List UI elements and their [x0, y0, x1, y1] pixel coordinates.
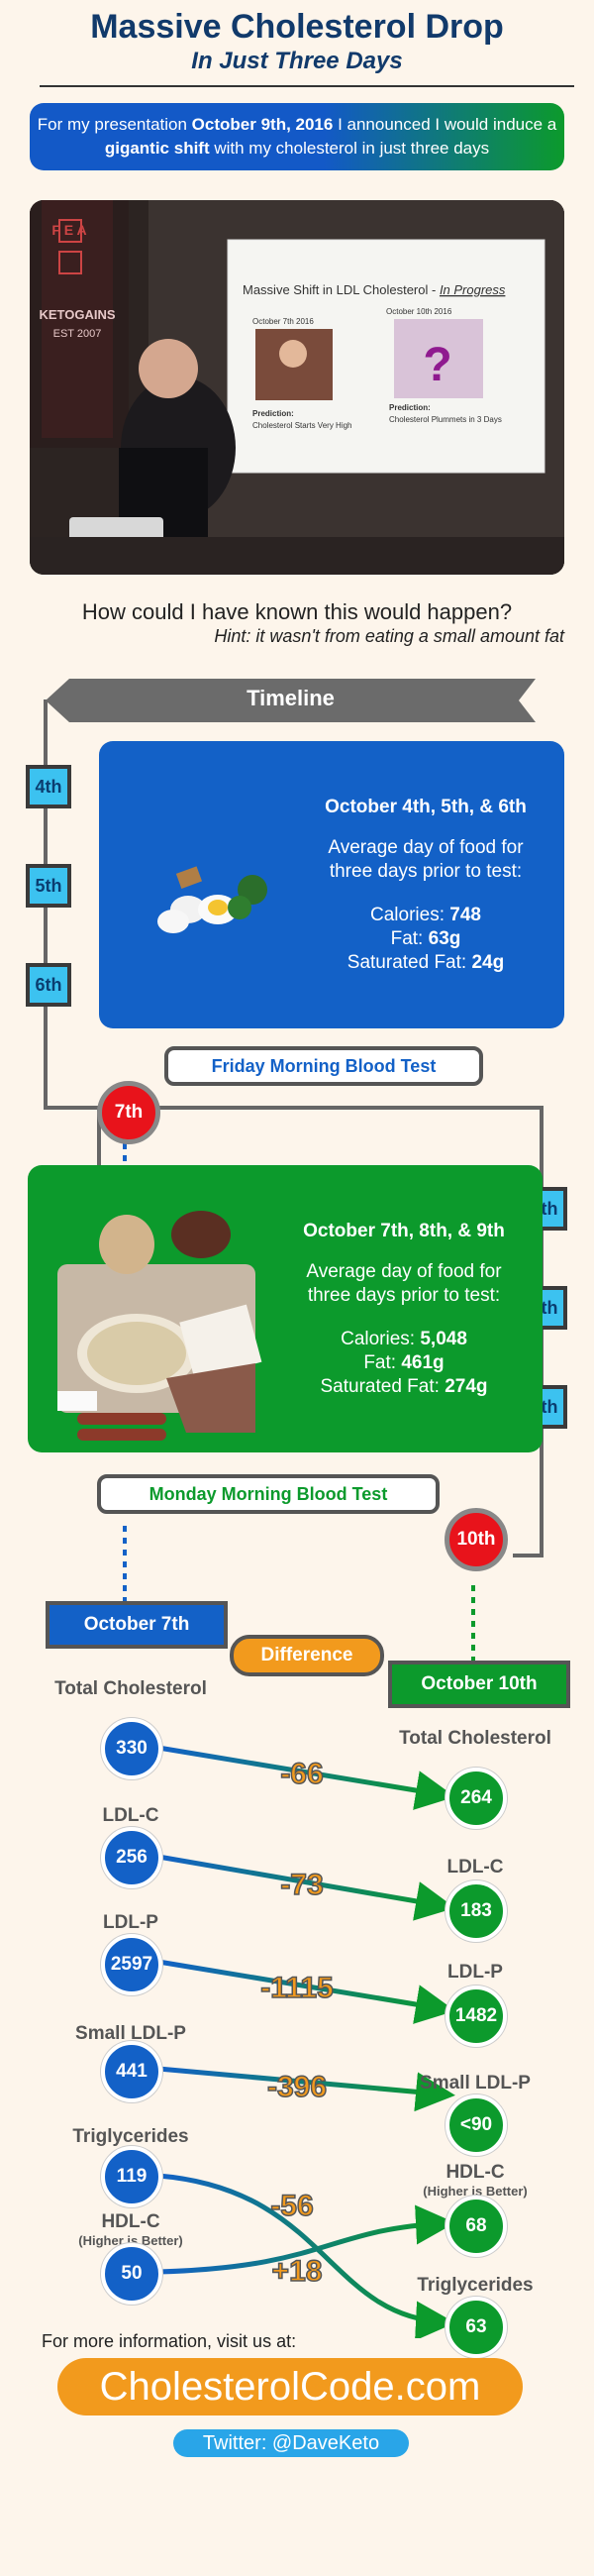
page-subtitle: In Just Three Days	[191, 48, 403, 74]
website-link[interactable]: CholesterolCode.com	[57, 2358, 523, 2415]
timeline-banner	[46, 679, 536, 722]
delta-triglycerides: -56	[270, 2190, 313, 2222]
green-card-satfat: Saturated Fat: 274g	[320, 1376, 488, 1397]
header-divider	[40, 85, 574, 87]
slide-right-date: October 10th 2016	[386, 307, 452, 316]
green-card-fat: Fat: 461g	[363, 1352, 445, 1373]
value-total-cholesterol-before: 330	[101, 1718, 162, 1779]
label-triglycerides-before: Triglycerides	[72, 2126, 189, 2147]
value-ldl-p-after: 1482	[446, 1986, 507, 2047]
ketogains-text: KETOGAINS	[39, 307, 115, 322]
slide-right-pred-label: Prediction:	[389, 403, 431, 412]
after-date-box: October 10th	[388, 1661, 570, 1708]
label-total-cholesterol-before: Total Cholesterol	[54, 1678, 207, 1699]
delta-hdl-c: +18	[272, 2255, 323, 2288]
twitter-link[interactable]: Twitter: @DaveKeto	[173, 2429, 409, 2457]
green-card-desc1: Average day of food for	[306, 1261, 502, 1282]
slide-left-date: October 7th 2016	[252, 317, 314, 326]
friday-blood-test-callout: Friday Morning Blood Test	[164, 1046, 483, 1086]
timeline-label: Timeline	[247, 686, 335, 710]
label-hdl-c-after: HDL-C	[446, 2162, 505, 2183]
day-marker-5th: 5th	[26, 864, 71, 908]
value-small-ldl-p-before: 441	[101, 2041, 162, 2102]
label-triglycerides-after: Triglycerides	[417, 2275, 534, 2296]
blue-card-satfat: Saturated Fat: 24g	[346, 952, 505, 973]
hint-line: Hint: it wasn't from eating a small amou…	[214, 626, 564, 646]
value-hdl-c-after: 68	[446, 2196, 507, 2257]
delta-ldl-c: -73	[280, 1869, 323, 1901]
day-marker-4th: 4th	[26, 765, 71, 808]
value-ldl-c-after: 183	[446, 1880, 507, 1942]
monday-blood-test-callout: Monday Morning Blood Test	[97, 1474, 440, 1514]
banner-date: October 9th, 2016	[191, 115, 334, 134]
banner-text-pre: For my presentation	[37, 115, 192, 134]
photo-illustration: F E A KETOGAINS EST 2007 Massive Shift i…	[30, 200, 564, 575]
info-text: For more information, visit us at:	[42, 2331, 297, 2351]
blue-card-calories: Calories: 748	[370, 905, 481, 925]
value-triglycerides-after: 63	[446, 2297, 507, 2358]
label-ldl-p-after: LDL-P	[447, 1962, 503, 1983]
banner-letters: F E A	[51, 222, 86, 238]
low-fat-food-image	[157, 866, 267, 933]
delta-ldl-p: -1115	[260, 1972, 333, 2004]
before-date-box: October 7th	[46, 1601, 228, 1649]
intro-banner: For my presentation October 9th, 2016 I …	[30, 103, 564, 170]
value-ldl-c-before: 256	[101, 1827, 162, 1888]
label-total-cholesterol-after: Total Cholesterol	[399, 1728, 551, 1749]
delta-small-ldl-p: -396	[267, 2071, 327, 2103]
label-ldl-p-before: LDL-P	[103, 1912, 158, 1933]
card-first-three-days: October 4th, 5th, & 6th Average day of f…	[99, 741, 564, 1028]
green-card-desc2: three days prior to test:	[307, 1285, 501, 1306]
blue-card-desc2: three days prior to test:	[329, 861, 523, 882]
blood-test-marker-7th: 7th	[97, 1081, 160, 1144]
label-hdl-c-before: HDL-C	[101, 2211, 160, 2232]
value-ldl-p-before: 2597	[101, 1934, 162, 1995]
difference-pill: Difference	[230, 1635, 384, 1676]
ketogains-sub: EST 2007	[53, 328, 102, 340]
comparison-arrows: -66 -73 -1115 -396 -56 +18	[157, 1745, 455, 2338]
question-line: How could I have known this would happen…	[81, 599, 513, 624]
blue-card-fat: Fat: 63g	[390, 928, 461, 949]
green-card-calories: Calories: 5,048	[341, 1329, 467, 1349]
slide-title: Massive Shift in LDL Cholesterol - In Pr…	[243, 282, 506, 297]
blue-card-desc1: Average day of food for	[328, 837, 524, 858]
presentation-photo: F E A KETOGAINS EST 2007 Massive Shift i…	[30, 200, 564, 575]
label-ldl-c-before: LDL-C	[102, 1805, 159, 1826]
label-hdl-c-after-sub: (Higher is Better)	[423, 2184, 528, 2199]
day-marker-6th: 6th	[26, 963, 71, 1007]
card-second-three-days: October 7th, 8th, & 9th Average day of f…	[28, 1165, 543, 1452]
label-ldl-c-after: LDL-C	[446, 1857, 504, 1878]
banner-text-post: with my cholesterol in just three days	[209, 139, 490, 158]
value-triglycerides-before: 119	[101, 2146, 162, 2207]
slide-left-pred-label: Prediction:	[252, 409, 294, 418]
value-small-ldl-p-after: <90	[446, 2094, 507, 2156]
slide-right-pred: Cholesterol Plummets in 3 Days	[389, 415, 502, 424]
blood-test-marker-10th: 10th	[445, 1508, 508, 1571]
label-small-ldl-p-before: Small LDL-P	[75, 2023, 186, 2044]
delta-total-cholesterol: -66	[280, 1758, 323, 1790]
slide-left-pred: Cholesterol Starts Very High	[252, 421, 352, 430]
banner-emphasis: gigantic shift	[104, 139, 210, 158]
value-total-cholesterol-after: 264	[446, 1768, 507, 1829]
blue-card-heading: October 4th, 5th, & 6th	[325, 797, 527, 817]
question-mark-icon: ?	[423, 339, 451, 391]
label-small-ldl-p-after: Small LDL-P	[420, 2073, 531, 2093]
high-fat-food-image	[57, 1211, 262, 1441]
label-hdl-c-before-sub: (Higher is Better)	[78, 2233, 183, 2248]
banner-text-mid: I announced I would induce a	[333, 115, 557, 134]
page-title: Massive Cholesterol Drop	[90, 8, 504, 46]
green-card-heading: October 7th, 8th, & 9th	[303, 1221, 505, 1241]
value-hdl-c-before: 50	[101, 2243, 162, 2305]
